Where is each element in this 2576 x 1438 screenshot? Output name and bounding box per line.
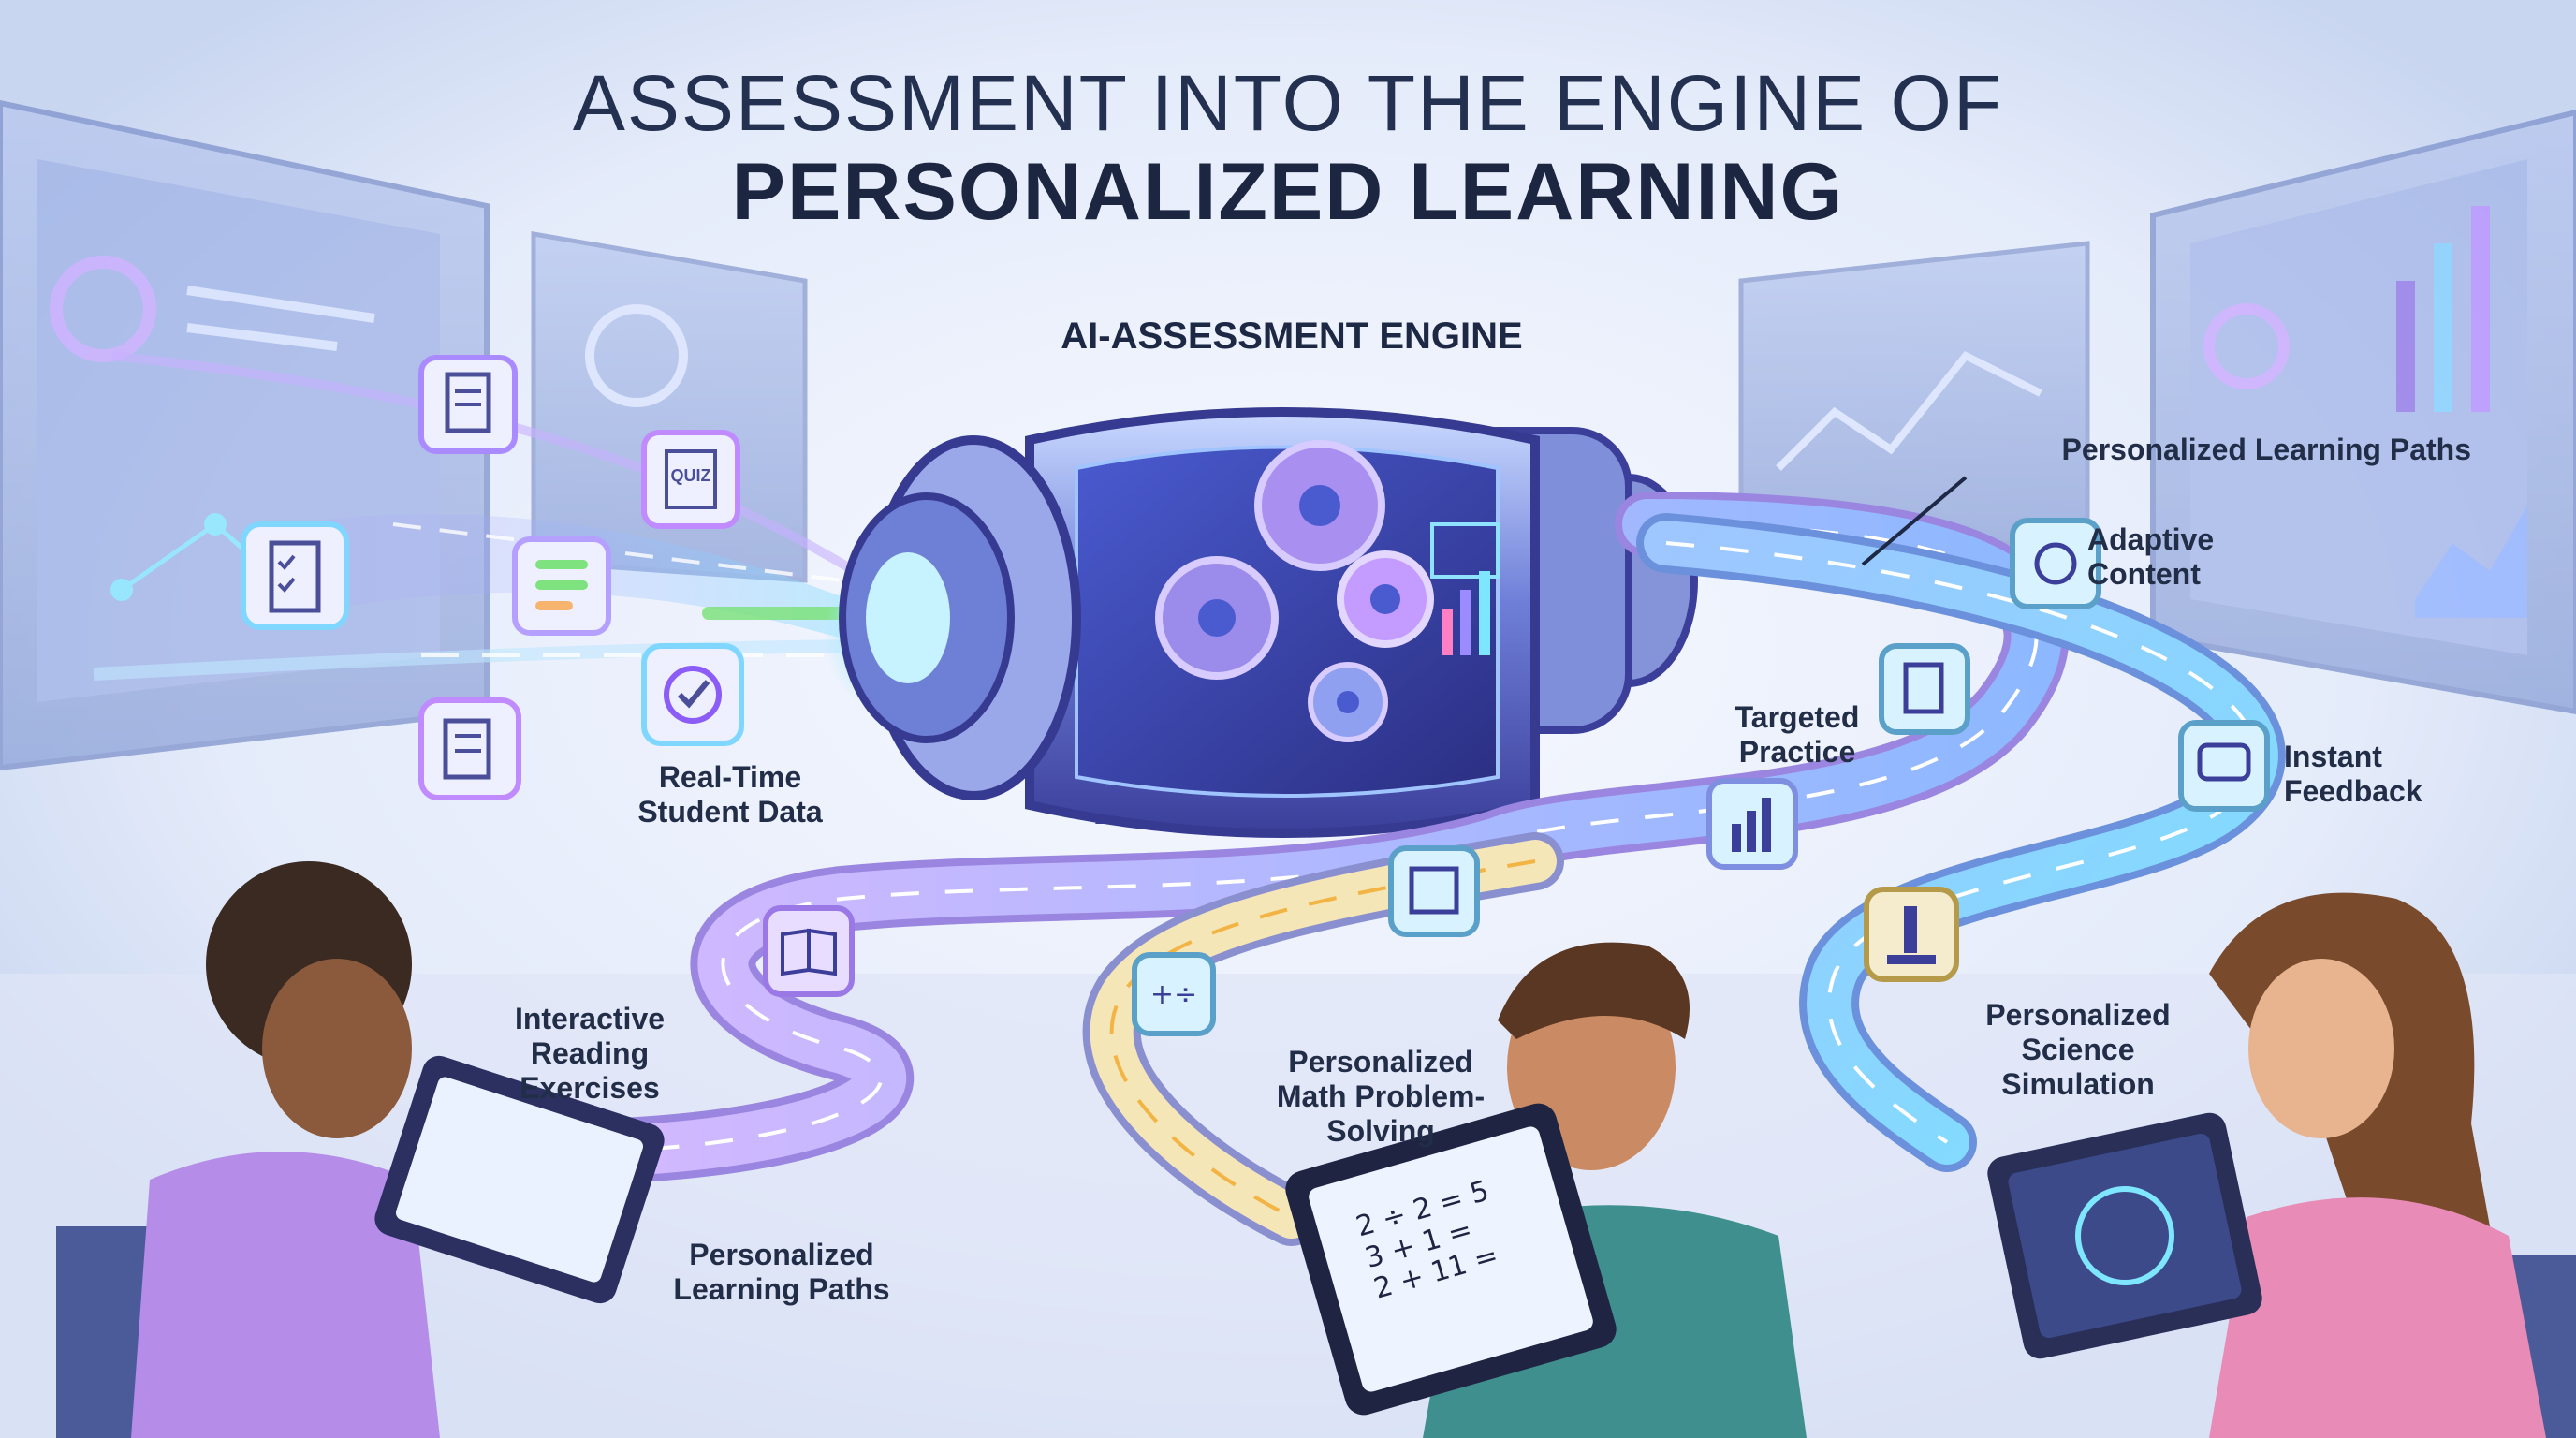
math-solving-label: Personalized Math Problem- Solving xyxy=(1245,1045,1516,1148)
science-label-line3: Simulation xyxy=(2001,1066,2155,1101)
reading-exercises-label: Interactive Reading Exercises xyxy=(468,1002,711,1105)
document-icon xyxy=(418,355,518,454)
reading-label-line1: Interactive xyxy=(514,1002,666,1035)
science-label-line2: Science xyxy=(2021,1032,2135,1066)
practice-label-line2: Practice xyxy=(1738,734,1856,769)
task-list-icon xyxy=(418,697,521,800)
input-label-line2: Student Data xyxy=(637,794,823,829)
instant-feedback-icon[interactable] xyxy=(2178,720,2270,812)
paths-bottom-line2: Learning Paths xyxy=(673,1271,890,1306)
checklist-icon xyxy=(241,521,349,630)
microscope-icon[interactable] xyxy=(1864,887,1959,982)
science-simulation-label: Personalized Science Simulation xyxy=(1956,998,2200,1101)
math-label-line2: Math Problem- xyxy=(1276,1078,1486,1113)
math-label-line1: Personalized xyxy=(1288,1045,1473,1078)
gear-icon xyxy=(1155,556,1279,680)
calendar-icon[interactable] xyxy=(1388,845,1480,937)
adaptive-content-label: Adaptive Content xyxy=(2087,522,2275,592)
math-icon[interactable]: +÷ xyxy=(1132,952,1216,1036)
learning-path-roads xyxy=(566,476,2286,1246)
title-line2: PERSONALIZED LEARNING xyxy=(731,147,1845,237)
adaptive-label-line2: Content xyxy=(2087,556,2201,591)
targeted-practice-label: Targeted Practice xyxy=(1704,700,1891,770)
paths-callout-line xyxy=(1861,476,1968,566)
adaptive-content-icon[interactable] xyxy=(2010,518,2101,609)
reading-label-line2: Reading xyxy=(530,1035,650,1070)
adaptive-label-line1: Adaptive xyxy=(2087,522,2215,556)
science-tablet xyxy=(1987,1112,2262,1359)
math-tablet xyxy=(1285,1103,1617,1416)
reading-label-line3: Exercises xyxy=(520,1070,660,1105)
gear-icon xyxy=(1337,550,1434,648)
progress-bars-icon xyxy=(512,536,611,636)
targeted-practice-icon[interactable] xyxy=(1879,643,1970,735)
quiz-icon-text: QUIZ xyxy=(671,466,711,485)
feedback-label-line2: Feedback xyxy=(2284,773,2422,808)
reading-tablet xyxy=(374,1055,665,1304)
student-left xyxy=(56,861,665,1438)
math-label-line3: Solving xyxy=(1326,1113,1435,1148)
gear-icon xyxy=(1308,662,1388,742)
book-icon[interactable] xyxy=(763,905,855,997)
input-label-line1: Real-Time xyxy=(658,760,802,794)
quiz-icon: QUIZ xyxy=(641,430,740,529)
bar-chart-icon[interactable] xyxy=(1706,778,1798,870)
input-label: Real-Time Student Data xyxy=(562,760,899,829)
feedback-label-line1: Instant xyxy=(2284,740,2382,773)
practice-label-line1: Targeted xyxy=(1734,700,1860,734)
instant-feedback-label: Instant Feedback xyxy=(2284,740,2452,809)
student-right xyxy=(1987,892,2576,1438)
right-monitors xyxy=(1738,109,2576,715)
paths-bottom-label: Personalized Learning Paths xyxy=(627,1238,936,1307)
science-label-line1: Personalized xyxy=(1985,998,2171,1032)
ai-assessment-engine xyxy=(824,407,1698,838)
title-line1: ASSESSMENT INTO THE ENGINE OF xyxy=(572,59,2004,147)
gear-icon xyxy=(1254,440,1385,571)
svg-text:+÷: +÷ xyxy=(1150,978,1197,1011)
paths-right-label: Personalized Learning Paths xyxy=(2061,433,2471,466)
engine-readout xyxy=(1430,522,1500,579)
engine-label: AI-ASSESSMENT ENGINE xyxy=(1061,315,1523,357)
paths-bottom-line1: Personalized xyxy=(689,1238,874,1271)
student-middle xyxy=(1285,942,1807,1438)
check-badge-icon xyxy=(641,643,744,746)
